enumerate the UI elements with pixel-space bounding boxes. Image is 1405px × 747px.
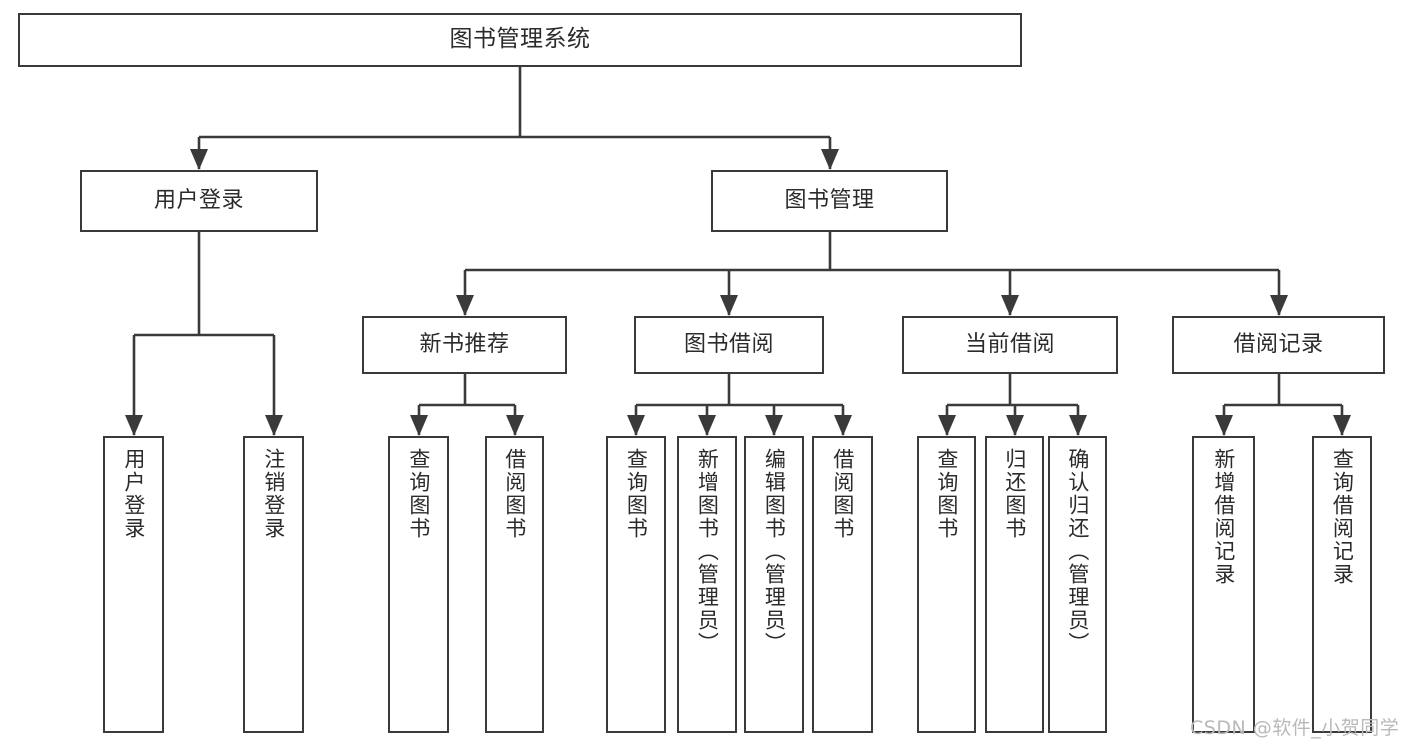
node-label: 查询图书 (406, 448, 431, 540)
node-bookmgmt[interactable]: 图书管理 (711, 170, 948, 232)
arrow-head (765, 415, 783, 436)
node-records[interactable]: 借阅记录 (1172, 316, 1385, 374)
node-leaf8[interactable]: 借阅图书 (812, 436, 873, 733)
arrow-head (1069, 415, 1087, 436)
arrow-head (938, 415, 956, 436)
arrow-head (125, 415, 143, 436)
node-label: 归还图书 (1002, 448, 1027, 540)
arrow-head (627, 415, 645, 436)
node-label: 用户登录 (121, 448, 146, 540)
arrow-head (456, 295, 474, 316)
node-label: 当前借阅 (964, 331, 1055, 357)
node-leaf1[interactable]: 用户登录 (103, 436, 164, 733)
arrow-head (1333, 415, 1351, 436)
arrow-head (1006, 415, 1024, 436)
node-label: 新增图书（管理员） (695, 448, 720, 655)
node-login[interactable]: 用户登录 (80, 170, 318, 232)
node-leaf4[interactable]: 借阅图书 (485, 436, 544, 733)
node-leaf10[interactable]: 归还图书 (985, 436, 1044, 733)
arrow-head (720, 295, 738, 316)
node-leaf11[interactable]: 确认归还（管理员） (1048, 436, 1107, 733)
node-label: 查询借阅记录 (1330, 448, 1355, 586)
node-label: 新增借阅记录 (1211, 448, 1236, 586)
node-label: 图书管理系统 (449, 26, 591, 53)
node-label: 新书推荐 (419, 331, 510, 357)
node-leaf9[interactable]: 查询图书 (917, 436, 976, 733)
node-label: 借阅图书 (830, 448, 855, 540)
arrow-head (834, 415, 852, 436)
node-label: 编辑图书（管理员） (762, 448, 787, 655)
arrow-head (1270, 295, 1288, 316)
node-current[interactable]: 当前借阅 (902, 316, 1118, 374)
arrow-head (265, 415, 283, 436)
node-label: 确认归还（管理员） (1065, 448, 1090, 655)
node-newbook[interactable]: 新书推荐 (362, 316, 567, 374)
node-leaf13[interactable]: 查询借阅记录 (1312, 436, 1372, 733)
node-label: 注销登录 (261, 448, 286, 540)
node-leaf12[interactable]: 新增借阅记录 (1192, 436, 1255, 733)
node-leaf6[interactable]: 新增图书（管理员） (677, 436, 737, 733)
arrow-head (698, 415, 716, 436)
node-leaf2[interactable]: 注销登录 (243, 436, 304, 733)
node-label: 查询图书 (934, 448, 959, 540)
arrow-head (821, 149, 839, 170)
node-leaf5[interactable]: 查询图书 (606, 436, 666, 733)
node-root[interactable]: 图书管理系统 (18, 13, 1022, 67)
node-label: 借阅图书 (502, 448, 527, 540)
arrow-head (506, 415, 524, 436)
arrow-head (410, 415, 428, 436)
node-label: 图书借阅 (683, 331, 774, 357)
arrow-head (1215, 415, 1233, 436)
node-label: 用户登录 (153, 187, 244, 213)
arrow-head (190, 149, 208, 170)
arrow-head (1001, 295, 1019, 316)
node-leaf7[interactable]: 编辑图书（管理员） (744, 436, 804, 733)
node-borrow[interactable]: 图书借阅 (634, 316, 824, 374)
node-label: 借阅记录 (1233, 331, 1324, 357)
node-label: 图书管理 (784, 187, 875, 213)
node-leaf3[interactable]: 查询图书 (388, 436, 449, 733)
node-label: 查询图书 (624, 448, 649, 540)
